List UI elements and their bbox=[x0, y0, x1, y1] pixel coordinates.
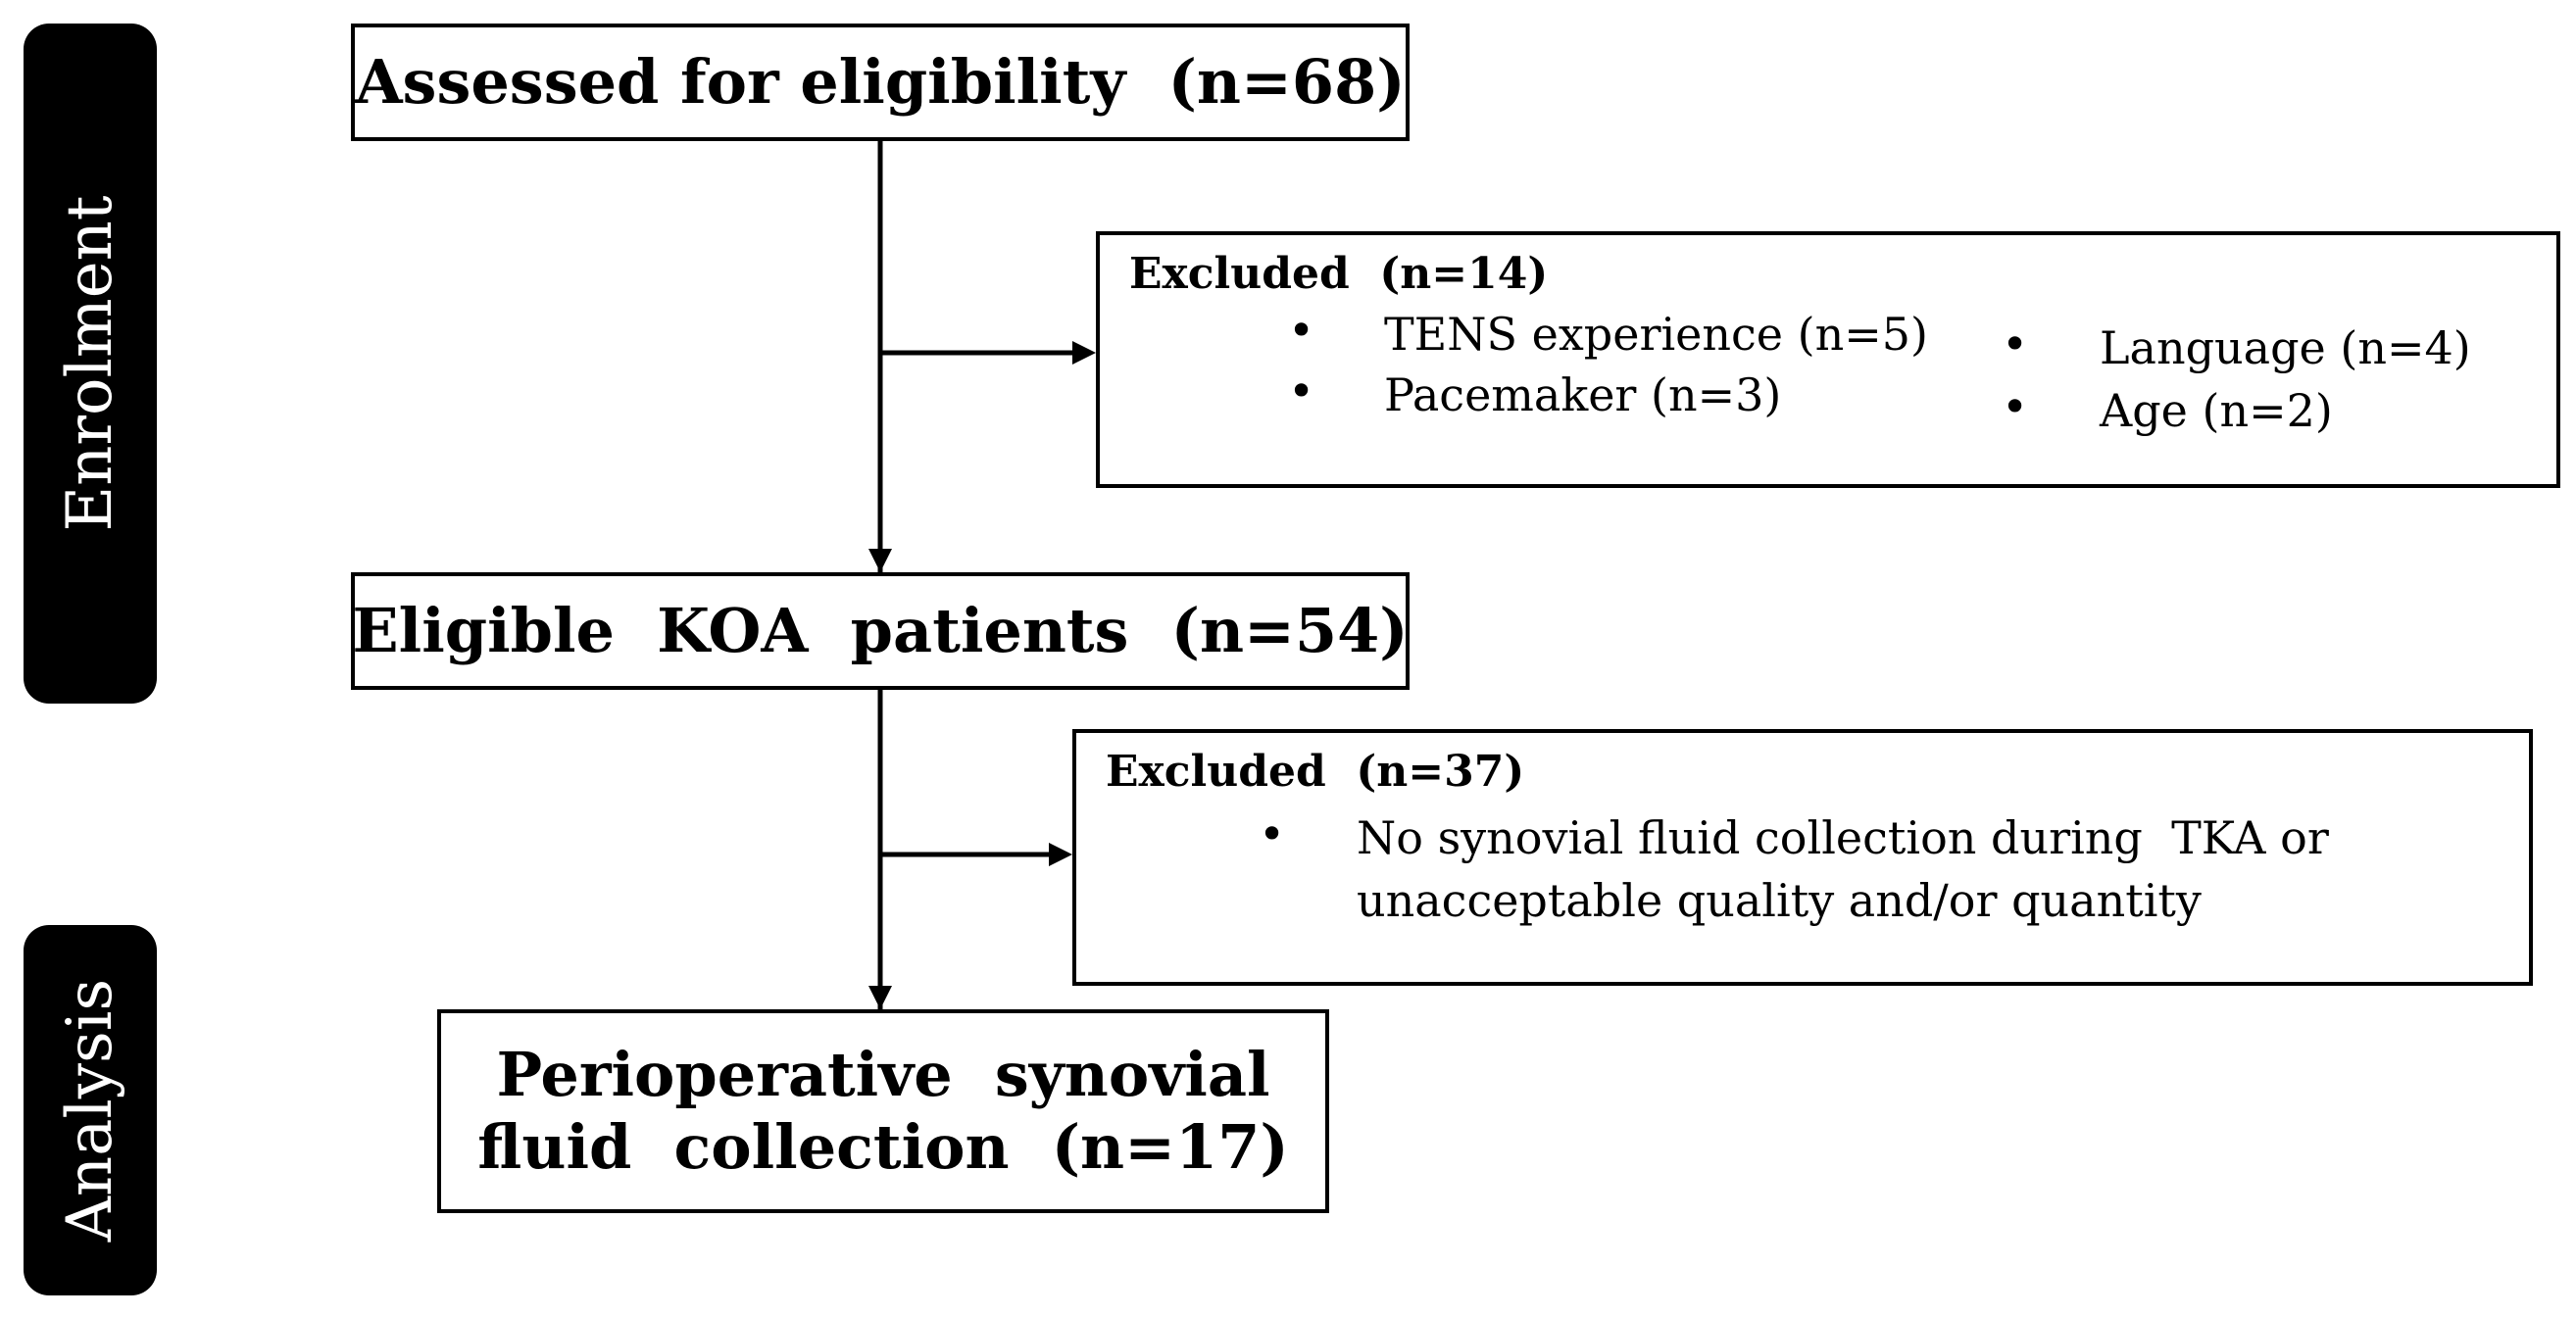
exclusion-1-title: Excluded (n=14) bbox=[1129, 249, 1549, 299]
exclusion-2-item-line2: unacceptable quality and/or quantity bbox=[1357, 874, 2202, 927]
bullet-icon: • bbox=[1288, 304, 1315, 357]
exclusion-1-item: Pacemaker (n=3) bbox=[1384, 368, 1782, 421]
eligible-label: Eligible KOA patients (n=54) bbox=[352, 594, 1409, 666]
enrolment-phase-bar: Enrolment bbox=[24, 24, 157, 704]
exclusion-box-1: Excluded (n=14) • TENS experience (n=5) … bbox=[1096, 231, 2560, 488]
analysis-phase-bar: Analysis bbox=[24, 925, 157, 1295]
analysis-label-line2: fluid collection (n=17) bbox=[477, 1111, 1289, 1183]
bullet-icon: • bbox=[2002, 380, 2029, 433]
analysis-box: Perioperative synovial fluid collection … bbox=[437, 1009, 1329, 1213]
exclusion-2-title: Excluded (n=37) bbox=[1106, 747, 1525, 797]
exclusion-1-item: Language (n=4) bbox=[2100, 321, 2471, 374]
exclusion-2-item-line1: No synovial fluid collection during TKA … bbox=[1357, 811, 2329, 864]
assessed-label: Assessed for eligibility (n=68) bbox=[355, 45, 1406, 118]
bullet-icon: • bbox=[1259, 807, 1286, 860]
arrowhead-to-exclusion2 bbox=[1049, 843, 1072, 866]
analysis-label-line1: Perioperative synovial bbox=[496, 1038, 1270, 1110]
arrowhead-to-analysis bbox=[868, 986, 892, 1009]
exclusion-box-2: Excluded (n=37) • No synovial fluid coll… bbox=[1072, 729, 2533, 986]
arrowhead-to-exclusion1 bbox=[1072, 341, 1096, 365]
bullet-icon: • bbox=[2002, 317, 2029, 370]
eligible-box: Eligible KOA patients (n=54) bbox=[351, 572, 1410, 690]
assessed-box: Assessed for eligibility (n=68) bbox=[351, 24, 1410, 141]
bullet-icon: • bbox=[1288, 365, 1315, 417]
exclusion-1-item: Age (n=2) bbox=[2100, 384, 2333, 437]
arrowhead-to-eligible bbox=[868, 549, 892, 572]
exclusion-1-item: TENS experience (n=5) bbox=[1384, 308, 1928, 361]
